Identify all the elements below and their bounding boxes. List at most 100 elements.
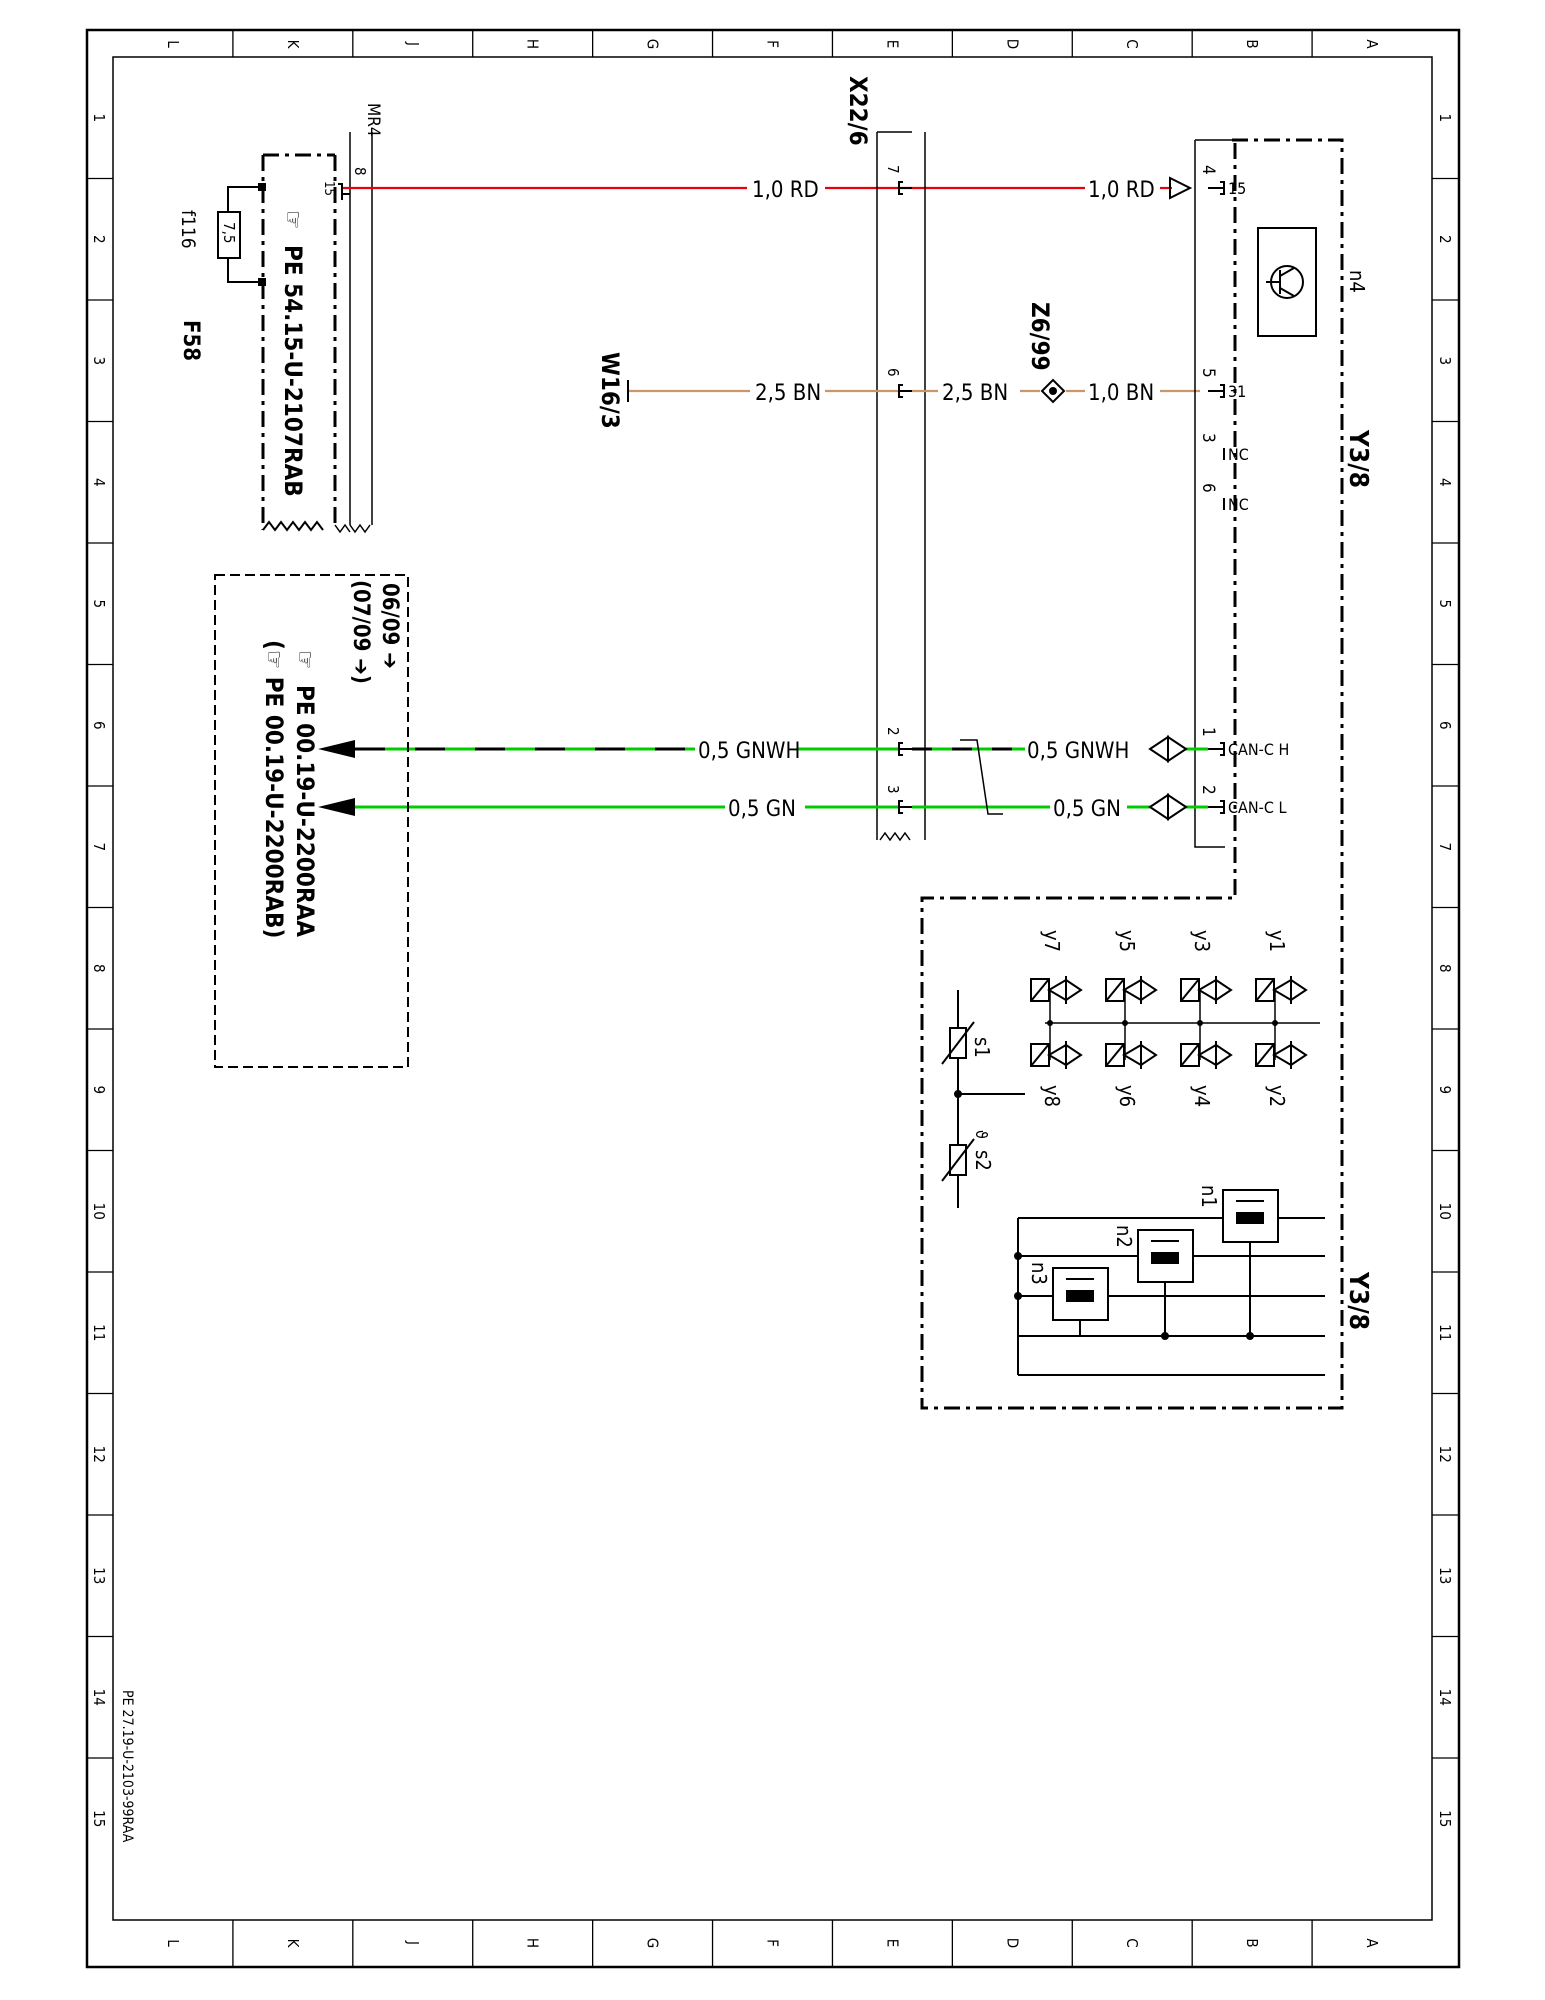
solenoid-valve-icon (1105, 1041, 1158, 1069)
row-number: 11 (90, 1324, 108, 1341)
solenoid-valve-icon (1105, 976, 1158, 1004)
solenoid-label: y1 (1265, 930, 1289, 952)
reference-note-box: 06/09 ➔ (07/09 ➔) ☞ PE 00.19-U-2200RAA (… (214, 574, 409, 1068)
sensor-s1 (941, 990, 1025, 1208)
solenoid-label: y7 (1040, 930, 1064, 952)
splice-icon (1040, 378, 1066, 404)
module-pin-label-can-l: CAN-C L (1228, 798, 1287, 817)
solenoid-label: y3 (1190, 930, 1214, 952)
column-letter: D (1003, 1938, 1021, 1948)
column-letter: A (1363, 39, 1381, 49)
fuse-pin-15: 15 (321, 181, 336, 196)
valve-block-code: Y3/8 (1343, 1271, 1373, 1330)
module-pin-label-nc-1: NC (1228, 445, 1249, 464)
x22-pin-7: 7 (884, 165, 902, 174)
row-number: 5 (90, 599, 108, 608)
row-number: 9 (1436, 1085, 1454, 1094)
module-code: Y3/8 (1343, 429, 1373, 488)
wire-brown: W16/3 2,5 BN 2,5 BN 1,0 BN Z6/99 (596, 302, 1200, 429)
column-letter: B (1243, 1938, 1261, 1947)
column-letter: G (644, 39, 662, 49)
arrow-icon (1169, 176, 1193, 200)
wire-label-gn-1: 0,5 GN (728, 797, 796, 822)
row-number: 4 (1436, 478, 1454, 487)
wire-label-gn-2: 0,5 GN (1053, 797, 1121, 822)
x22-pin-6: 6 (884, 368, 902, 377)
module-y3-8: n4 Y3/8 4 5 3 6 1 2 15 31 NC NC CAN-C H … (920, 138, 1373, 1410)
row-number: 10 (90, 1203, 108, 1220)
row-number: 13 (1436, 1567, 1454, 1584)
row-number: 7 (1436, 842, 1454, 851)
column-letter: L (164, 1939, 182, 1947)
fuse-rating: 7,5 (220, 222, 238, 243)
sensor-label-s2: s2 (971, 1150, 995, 1171)
solenoid-valve-icon (1030, 1041, 1083, 1069)
wire-can-high: 0,5 GNWH 0,5 GNWH (318, 735, 1208, 764)
column-letter: E (883, 40, 901, 49)
connector-x22: X22/6 7 6 2 3 (844, 76, 926, 842)
fuse-block-f58: 7,5 f116 F58 MR4 8 15 ☞ PE 54.15-U-2107R… (177, 103, 383, 534)
row-number: 6 (1436, 721, 1454, 730)
x22-pin-2: 2 (884, 727, 902, 736)
x22-pin-3: 3 (884, 785, 902, 794)
column-letter: L (164, 40, 182, 48)
document-reference: PE 27.19-U-2103-99RAA (119, 1690, 135, 1843)
column-letter: E (883, 1939, 901, 1948)
solenoid-valve-icon (1255, 1041, 1308, 1069)
wire-label-red-1: 1,0 RD (752, 178, 819, 203)
column-letter: J (404, 41, 422, 46)
temperature-icon: ϑ (972, 1130, 991, 1139)
wire-label-gnwh-1: 0,5 GNWH (698, 739, 800, 764)
module-sub-code: n4 (1345, 270, 1369, 293)
row-number: 14 (1436, 1689, 1454, 1706)
solenoid-valve-icon (1030, 976, 1083, 1004)
solenoid-label: y4 (1190, 1085, 1214, 1107)
double-arrow-icon (1148, 793, 1188, 821)
module-pin-1: 1 (1198, 727, 1218, 737)
row-number: 7 (90, 842, 108, 851)
note-date-to: (07/09 ➔) (348, 580, 373, 684)
fuse-reference: PE 54.15-U-2107RAB (279, 245, 307, 497)
wire-can-low: 0,5 GN 0,5 GN (318, 739, 1208, 822)
column-letter: J (404, 1940, 422, 1945)
module-pin-5: 5 (1198, 368, 1218, 378)
arrow-left-icon (318, 740, 355, 758)
column-letter: C (1123, 1938, 1141, 1947)
row-number: 14 (90, 1689, 108, 1706)
splice-code: Z6/99 (1026, 302, 1054, 371)
solenoid-label: y8 (1040, 1085, 1064, 1107)
column-letter: G (644, 1938, 662, 1948)
column-letter: F (764, 40, 782, 48)
solenoid-valve-icon (1180, 1041, 1233, 1069)
row-number: 6 (90, 721, 108, 730)
ground-code: W16/3 (596, 352, 624, 429)
note-ref-b: (☞ PE 00.19-U-2200RAB) (260, 640, 288, 938)
row-number: 4 (90, 478, 108, 487)
module-pin-6: 6 (1198, 483, 1218, 493)
column-letter: H (524, 1938, 542, 1948)
fuse-code: F58 (178, 320, 203, 361)
wire-label-brown-1: 2,5 BN (755, 381, 821, 406)
module-pin-label-nc-2: NC (1228, 495, 1249, 514)
column-letter: K (284, 40, 302, 50)
row-number: 15 (90, 1810, 108, 1827)
twisted-pair-mark (960, 739, 1003, 815)
wire-label-gnwh-2: 0,5 GNWH (1027, 739, 1129, 764)
row-number: 2 (90, 235, 108, 244)
note-date-from: 06/09 ➔ (377, 583, 402, 669)
speed-sensor-label-n3: n3 (1027, 1262, 1051, 1285)
column-letter: D (1003, 39, 1021, 49)
solenoid-label: y6 (1115, 1085, 1139, 1107)
wire-label-red-2: 1,0 RD (1088, 178, 1155, 203)
row-number: 11 (1436, 1324, 1454, 1341)
drawing-frame (85, 28, 1461, 1969)
hand-icon: ☞ (279, 210, 307, 229)
note-ref-a: PE 00.19-U-2200RAA (291, 685, 319, 937)
row-number: 15 (1436, 1810, 1454, 1827)
module-pin-label-31: 31 (1228, 382, 1246, 401)
column-letter: H (524, 39, 542, 49)
